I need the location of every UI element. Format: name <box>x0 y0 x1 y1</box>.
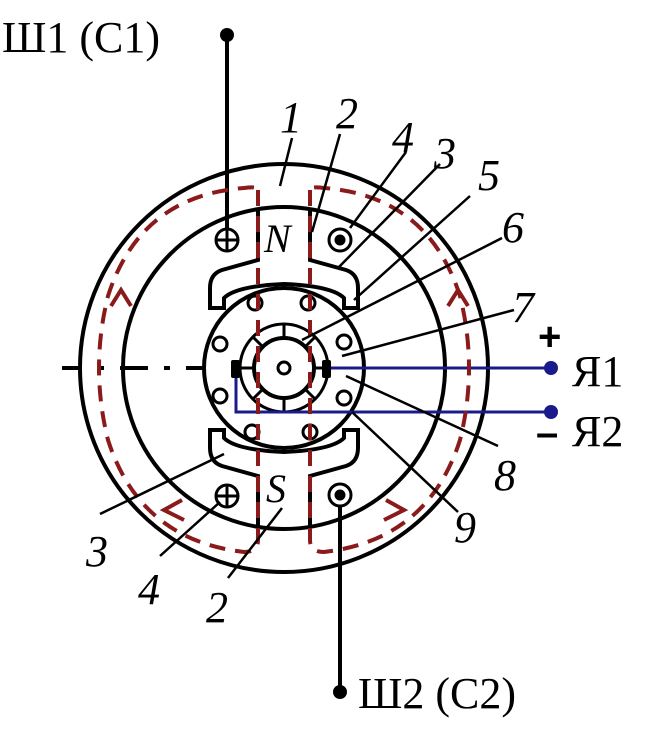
field-leads <box>225 35 342 692</box>
main-pole-south <box>208 428 360 528</box>
callout-3-bottom: 3 <box>85 527 108 576</box>
callout-2-bottom: 2 <box>206 583 228 632</box>
callout-2-top: 2 <box>336 89 358 138</box>
polarity-minus: – <box>536 411 558 455</box>
brush-right <box>322 360 331 378</box>
callout-9: 9 <box>454 503 476 552</box>
flux-arrow-left-up <box>109 286 133 308</box>
shaft <box>276 360 292 376</box>
callout-4-bottom: 4 <box>138 565 160 614</box>
callout-7: 7 <box>512 283 536 332</box>
terminal-label-sh2: Ш2 (С2) <box>358 669 516 718</box>
armature-leads <box>234 366 551 414</box>
terminal-label-sh1: Ш1 (С1) <box>2 13 160 62</box>
flux-arrow-bottom-right <box>383 498 409 522</box>
flux-loop-right <box>308 185 471 555</box>
armature-slot <box>211 387 229 405</box>
callout-8: 8 <box>494 451 516 500</box>
armature-slot <box>335 333 353 351</box>
polarity-plus: + <box>538 315 561 359</box>
armature-slot <box>335 389 353 407</box>
flux-arrow-right-up <box>446 286 470 308</box>
conductor-dot-top <box>327 227 353 253</box>
leader-lines <box>99 133 515 579</box>
callout-1: 1 <box>280 93 302 142</box>
pole-label-north: N <box>263 216 293 261</box>
main-pole-north <box>208 208 360 310</box>
callout-5: 5 <box>478 151 500 200</box>
pole-label-south: S <box>266 466 286 511</box>
terminal-label-ya2: Я2 <box>572 407 623 456</box>
callout-4-top: 4 <box>392 113 414 162</box>
terminal-dot-ya2 <box>544 405 558 419</box>
winding-conductors <box>214 227 353 509</box>
flux-paths <box>97 185 471 555</box>
conductor-dot-bottom <box>327 482 353 508</box>
flux-arrow-bottom-left <box>159 498 185 522</box>
conductor-cross-bottom <box>214 483 240 509</box>
callout-3-top: 3 <box>433 129 456 178</box>
terminal-dot-sh1 <box>220 28 234 42</box>
brush-left <box>231 360 240 378</box>
lead-ya2 <box>234 378 551 414</box>
commutator <box>238 322 330 414</box>
conductor-cross-top <box>214 227 240 253</box>
terminal-dot-ya1 <box>544 361 558 375</box>
flux-arrows <box>109 286 470 522</box>
callout-6: 6 <box>502 203 524 252</box>
armature-slot <box>211 335 229 353</box>
flux-loop-left <box>97 185 260 555</box>
terminal-dot-sh2 <box>333 685 347 699</box>
terminal-label-ya1: Я1 <box>572 347 623 396</box>
